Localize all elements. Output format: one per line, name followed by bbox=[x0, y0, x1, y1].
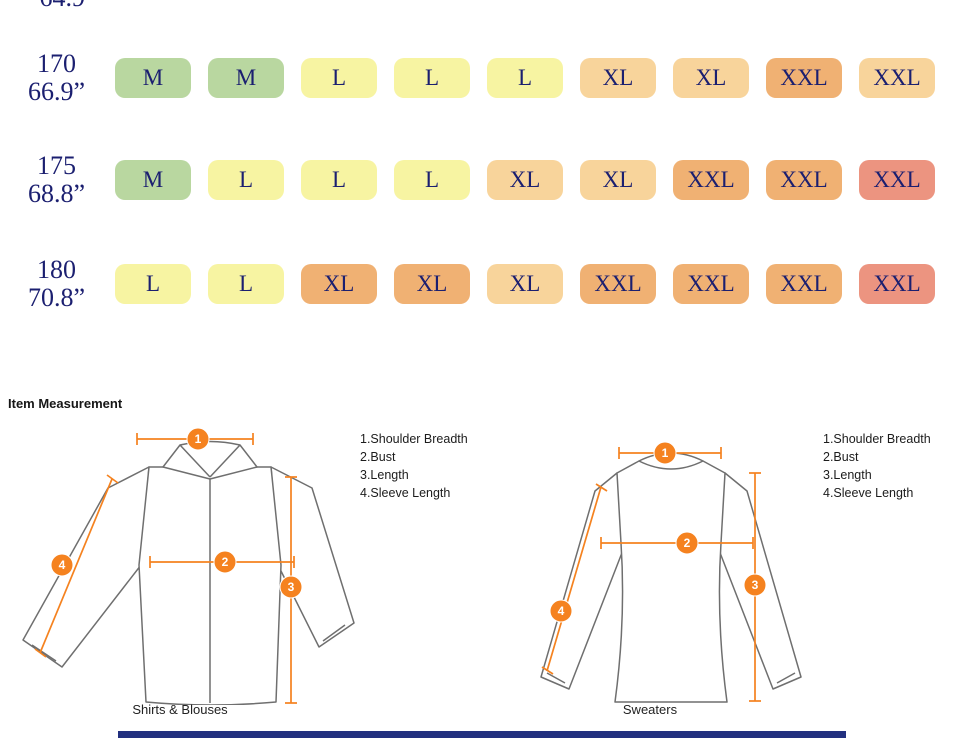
shirt-caption: Shirts & Blouses bbox=[132, 702, 228, 717]
size-cell: XL bbox=[487, 264, 563, 304]
marker-1 bbox=[653, 441, 677, 465]
legend-line: 3.Length bbox=[823, 468, 872, 482]
size-cell: L bbox=[394, 58, 470, 98]
shirt-measure-annotations: 1 2 3 4 bbox=[34, 427, 303, 704]
marker-4 bbox=[50, 553, 74, 577]
size-cells: M M L L L XL XL XXL XXL bbox=[115, 58, 935, 98]
marker-2 bbox=[675, 531, 699, 555]
size-cell: XXL bbox=[766, 264, 842, 304]
legend-line: 3.Length bbox=[360, 468, 409, 482]
size-cell: M bbox=[115, 160, 191, 200]
height-label: 170 66.9” bbox=[0, 50, 113, 105]
marker-3 bbox=[279, 575, 303, 599]
height-label: 180 70.8” bbox=[0, 256, 113, 311]
size-cell: XXL bbox=[580, 264, 656, 304]
size-cell: L bbox=[208, 264, 284, 304]
legend-line: 2.Bust bbox=[360, 450, 396, 464]
marker-4-label: 4 bbox=[558, 604, 565, 618]
size-cell: L bbox=[487, 58, 563, 98]
size-cell: XXL bbox=[859, 264, 935, 304]
measurement-section-title: Item Measurement bbox=[8, 396, 123, 411]
height-cm: 180 bbox=[37, 255, 76, 285]
size-cell: M bbox=[115, 58, 191, 98]
size-cell: XXL bbox=[673, 160, 749, 200]
height-cm: 170 bbox=[37, 49, 76, 79]
size-cell: XL bbox=[394, 264, 470, 304]
marker-1-label: 1 bbox=[662, 446, 669, 460]
size-cells: M L L L XL XL XXL XXL XXL bbox=[115, 160, 935, 200]
legend-line: 2.Bust bbox=[823, 450, 859, 464]
size-cell: XXL bbox=[673, 264, 749, 304]
partial-size-label: 64.9” bbox=[12, 0, 124, 13]
marker-2 bbox=[213, 550, 237, 574]
height-in: 70.8” bbox=[27, 283, 86, 312]
sweater-diagram: 1 2 3 4 bbox=[540, 441, 802, 703]
partial-banner-bar bbox=[118, 731, 846, 738]
size-cell: L bbox=[301, 58, 377, 98]
measurement-legend-right: 1.Shoulder Breadth 2.Bust 3.Length 4.Sle… bbox=[823, 430, 931, 502]
marker-1-label: 1 bbox=[195, 432, 202, 446]
size-cell: L bbox=[208, 160, 284, 200]
size-cell: L bbox=[115, 264, 191, 304]
size-cells: L L XL XL XL XXL XXL XXL XXL bbox=[115, 264, 935, 304]
size-row-175: 175 68.8” M L L L XL XL XXL XXL XXL bbox=[0, 152, 960, 208]
legend-line: 4.Sleeve Length bbox=[360, 486, 451, 500]
legend-line: 1.Shoulder Breadth bbox=[360, 432, 468, 446]
height-label: 175 68.8” bbox=[0, 152, 113, 207]
marker-3-label: 3 bbox=[288, 580, 295, 594]
marker-3-label: 3 bbox=[752, 578, 759, 592]
marker-1 bbox=[186, 427, 210, 451]
height-in: 66.9” bbox=[27, 77, 86, 106]
size-cell: L bbox=[394, 160, 470, 200]
measurement-legend-left: 1.Shoulder Breadth 2.Bust 3.Length 4.Sle… bbox=[360, 430, 468, 502]
size-cell: XL bbox=[580, 58, 656, 98]
size-cell: XL bbox=[580, 160, 656, 200]
size-row-170: 170 66.9” M M L L L XL XL XXL XXL bbox=[0, 50, 960, 106]
marker-2-label: 2 bbox=[684, 536, 691, 550]
shirt-diagram: 1 2 3 4 bbox=[22, 427, 355, 705]
marker-2-label: 2 bbox=[222, 555, 229, 569]
size-cell: XL bbox=[487, 160, 563, 200]
size-cell: XXL bbox=[859, 58, 935, 98]
size-cell: M bbox=[208, 58, 284, 98]
size-cell: XXL bbox=[859, 160, 935, 200]
marker-3 bbox=[743, 573, 767, 597]
marker-4-label: 4 bbox=[59, 558, 66, 572]
size-cell: L bbox=[301, 160, 377, 200]
legend-line: 1.Shoulder Breadth bbox=[823, 432, 931, 446]
height-in: 68.8” bbox=[27, 179, 86, 208]
marker-4 bbox=[549, 599, 573, 623]
sweater-caption: Sweaters bbox=[622, 702, 678, 717]
size-cell: XXL bbox=[766, 58, 842, 98]
size-cell: XXL bbox=[766, 160, 842, 200]
legend-line: 4.Sleeve Length bbox=[823, 486, 914, 500]
size-row-180: 180 70.8” L L XL XL XL XXL XXL XXL XXL bbox=[0, 256, 960, 312]
height-cm: 175 bbox=[37, 151, 76, 181]
size-cell: XL bbox=[301, 264, 377, 304]
sweater-measure-annotations: 1 2 3 4 bbox=[541, 441, 767, 702]
size-cell: XL bbox=[673, 58, 749, 98]
